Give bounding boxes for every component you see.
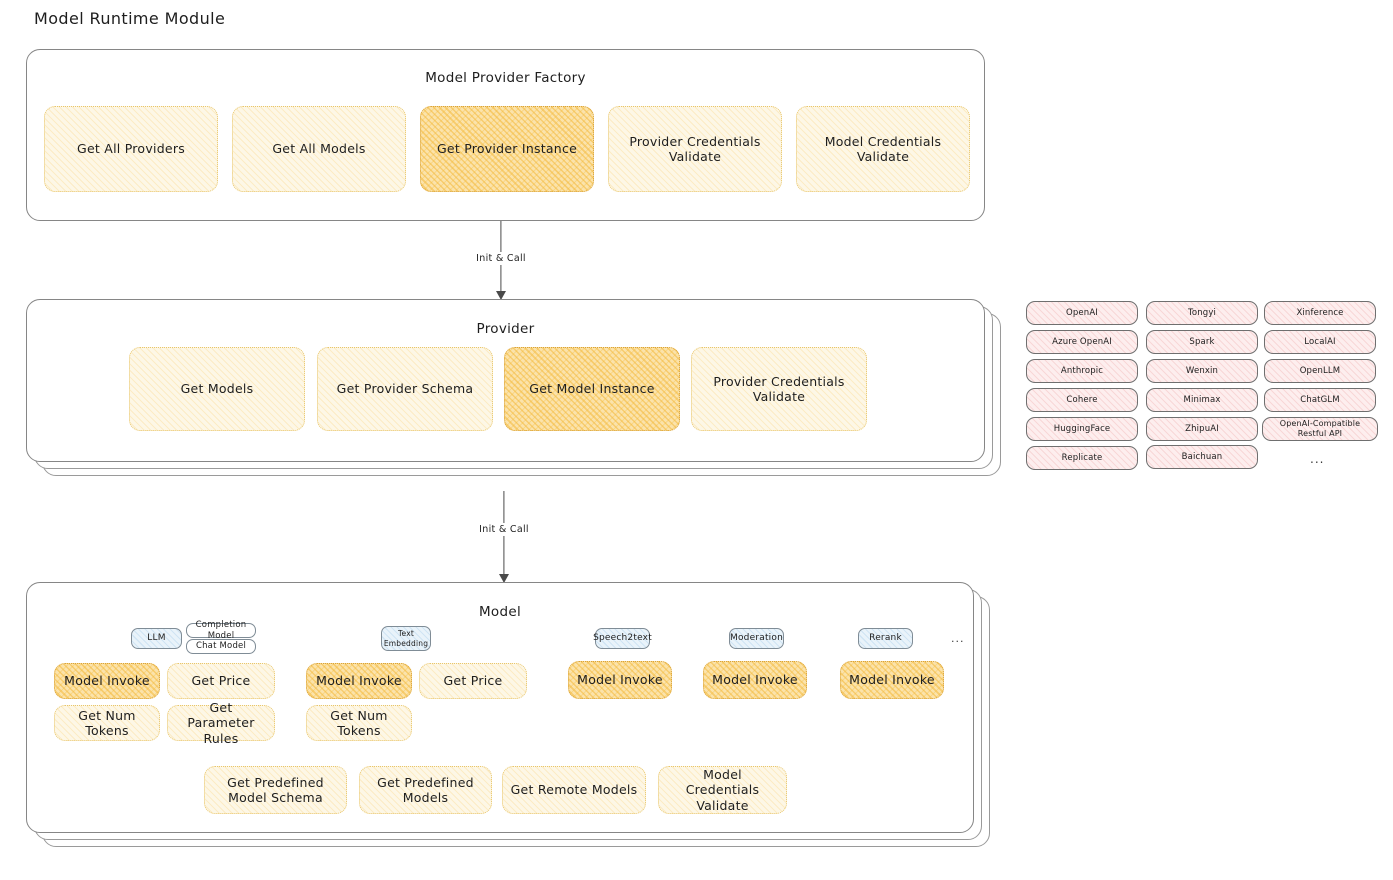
arrow-shaft bbox=[503, 491, 505, 582]
model-method-llm-get-num-tokens[interactable]: Get Num Tokens bbox=[54, 705, 160, 741]
factory-node-model-credentials-validate[interactable]: Model Credentials Validate bbox=[796, 106, 970, 192]
provider-node-get-provider-schema[interactable]: Get Provider Schema bbox=[317, 347, 493, 431]
provider-title: Provider bbox=[476, 321, 535, 337]
provider-chip-chatglm[interactable]: ChatGLM bbox=[1264, 388, 1376, 412]
model-shared-get-predefined-model-schema[interactable]: Get Predefined Model Schema bbox=[204, 766, 347, 814]
provider-chip-zhipuai[interactable]: ZhipuAI bbox=[1146, 417, 1258, 441]
provider-chip-openai[interactable]: OpenAI bbox=[1026, 301, 1138, 325]
provider-node-get-model-instance[interactable]: Get Model Instance bbox=[504, 347, 680, 431]
model-method-text-embedding-get-price[interactable]: Get Price bbox=[419, 663, 527, 699]
model-method-llm-model-invoke[interactable]: Model Invoke bbox=[54, 663, 160, 699]
model-type-tag-moderation[interactable]: Moderation bbox=[729, 628, 784, 649]
provider-chip-cohere[interactable]: Cohere bbox=[1026, 388, 1138, 412]
arrow-provider-to-model-label: Init & Call bbox=[473, 523, 535, 536]
provider-chip-azure-openai[interactable]: Azure OpenAI bbox=[1026, 330, 1138, 354]
factory-node-provider-credentials-validate[interactable]: Provider Credentials Validate bbox=[608, 106, 782, 192]
model-title: Model bbox=[478, 604, 522, 620]
model-type-tag-rerank[interactable]: Rerank bbox=[858, 628, 913, 649]
model-method-speech2text-model-invoke[interactable]: Model Invoke bbox=[568, 661, 672, 699]
provider-chip-xinference[interactable]: Xinference bbox=[1264, 301, 1376, 325]
provider-chip-tongyi[interactable]: Tongyi bbox=[1146, 301, 1258, 325]
provider-chip-minimax[interactable]: Minimax bbox=[1146, 388, 1258, 412]
model-type-tag-speech2text[interactable]: Speech2text bbox=[593, 628, 652, 649]
provider-chip-anthropic[interactable]: Anthropic bbox=[1026, 359, 1138, 383]
model-shared-model-credentials-validate[interactable]: Model Credentials Validate bbox=[658, 766, 787, 814]
provider-chip-baichuan[interactable]: Baichuan bbox=[1146, 445, 1258, 469]
model-subtag-completion-model[interactable]: Completion Model bbox=[186, 620, 256, 641]
model-types-ellipsis: ... bbox=[951, 632, 965, 645]
model-shared-get-remote-models[interactable]: Get Remote Models bbox=[502, 766, 646, 814]
provider-node-provider-credentials-validate[interactable]: Provider Credentials Validate bbox=[691, 347, 867, 431]
provider-list-ellipsis: ... bbox=[1310, 452, 1325, 466]
page-title: Model Runtime Module bbox=[34, 9, 226, 28]
model-subtag-chat-model[interactable]: Chat Model bbox=[186, 639, 256, 654]
factory-node-get-all-providers[interactable]: Get All Providers bbox=[44, 106, 218, 192]
model-method-llm-get-price[interactable]: Get Price bbox=[167, 663, 275, 699]
model-method-moderation-model-invoke[interactable]: Model Invoke bbox=[703, 661, 807, 699]
arrow-head-icon bbox=[499, 574, 509, 583]
provider-node-get-models[interactable]: Get Models bbox=[129, 347, 305, 431]
model-method-text-embedding-get-num-tokens[interactable]: Get Num Tokens bbox=[306, 705, 412, 741]
factory-node-get-all-models[interactable]: Get All Models bbox=[232, 106, 406, 192]
model-type-tag-text-embedding[interactable]: Text Embedding bbox=[381, 626, 431, 651]
arrow-provider-to-model bbox=[481, 491, 527, 583]
factory-node-get-provider-instance[interactable]: Get Provider Instance bbox=[420, 106, 594, 192]
model-method-text-embedding-model-invoke[interactable]: Model Invoke bbox=[306, 663, 412, 699]
model-provider-factory-title: Model Provider Factory bbox=[425, 70, 586, 86]
arrow-head-icon bbox=[496, 291, 506, 300]
provider-chip-openllm[interactable]: OpenLLM bbox=[1264, 359, 1376, 383]
provider-chip-openai-compatible-restful-api[interactable]: OpenAI-Compatible Restful API bbox=[1262, 417, 1378, 441]
model-type-tag-llm[interactable]: LLM bbox=[131, 628, 182, 649]
provider-chip-localai[interactable]: LocalAI bbox=[1264, 330, 1376, 354]
provider-chip-replicate[interactable]: Replicate bbox=[1026, 446, 1138, 470]
model-shared-get-predefined-models[interactable]: Get Predefined Models bbox=[359, 766, 492, 814]
provider-chip-huggingface[interactable]: HuggingFace bbox=[1026, 417, 1138, 441]
provider-chip-wenxin[interactable]: Wenxin bbox=[1146, 359, 1258, 383]
model-box bbox=[26, 582, 974, 833]
arrow-factory-to-provider-label: Init & Call bbox=[470, 252, 532, 265]
model-method-rerank-model-invoke[interactable]: Model Invoke bbox=[840, 661, 944, 699]
provider-chip-spark[interactable]: Spark bbox=[1146, 330, 1258, 354]
model-method-llm-get-parameter-rules[interactable]: Get Parameter Rules bbox=[167, 700, 275, 746]
